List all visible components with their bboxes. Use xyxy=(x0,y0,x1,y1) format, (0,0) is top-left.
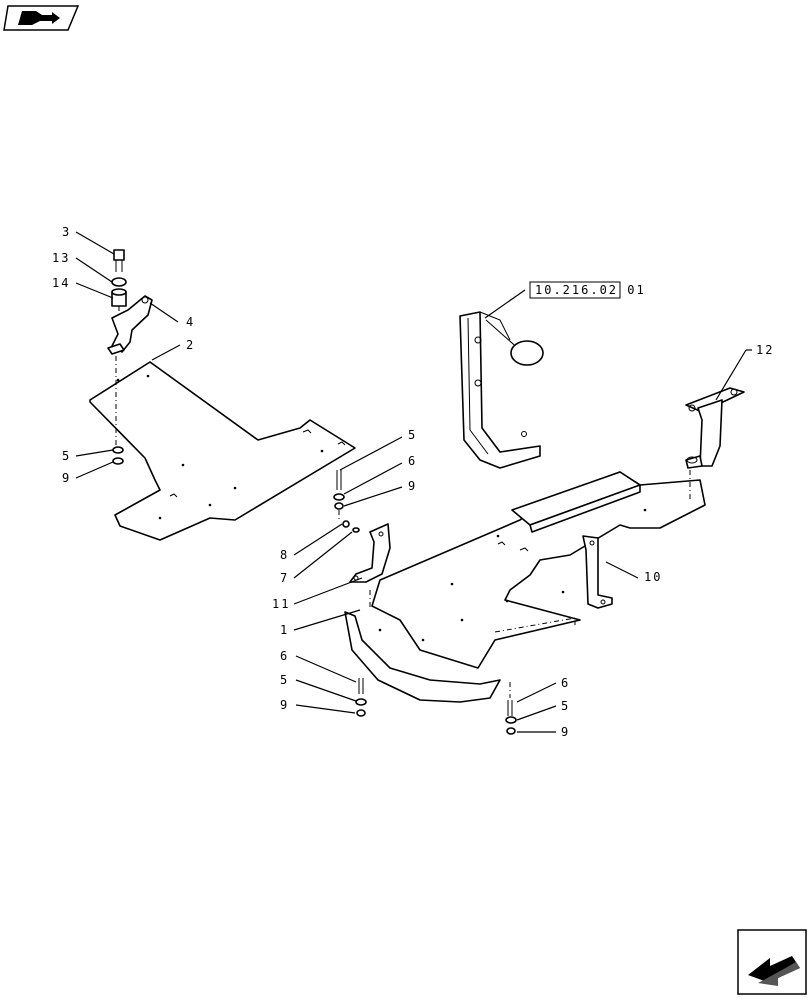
callout-12: 12 xyxy=(756,343,774,357)
callout-5-lower: 5 xyxy=(280,673,289,687)
callout-5-left: 5 xyxy=(62,449,71,463)
callout-7: 7 xyxy=(280,571,289,585)
bracket-12 xyxy=(685,387,745,469)
callout-5-right: 5 xyxy=(561,699,570,713)
callout-6-lower: 6 xyxy=(280,649,289,663)
callout-4: 4 xyxy=(186,315,195,329)
callout-11: 11 xyxy=(272,597,290,611)
callout-2: 2 xyxy=(186,338,195,352)
callout-9-lower: 9 xyxy=(280,698,289,712)
left-bracket xyxy=(107,295,153,355)
fasteners xyxy=(333,470,517,735)
left-floor-plate xyxy=(89,361,356,541)
left-bolt-stack xyxy=(111,249,127,465)
callout-6-right: 6 xyxy=(561,676,570,690)
callout-5-mid: 5 xyxy=(408,428,417,442)
callout-6-mid: 6 xyxy=(408,454,417,468)
reference-seat-mount xyxy=(459,311,544,469)
book-next-icon[interactable] xyxy=(3,5,80,31)
right-floor-plate xyxy=(344,470,706,703)
callout-9-left: 9 xyxy=(62,471,71,485)
callout-14: 14 xyxy=(52,276,70,290)
callout-13: 13 xyxy=(52,251,70,265)
bracket-10 xyxy=(582,535,613,609)
callout-9-mid: 9 xyxy=(408,479,417,493)
callout-8: 8 xyxy=(280,548,289,562)
callout-3: 3 xyxy=(62,225,71,239)
reference-label: 10.216.02 01 xyxy=(535,283,646,297)
callout-numbers: 3 13 14 4 2 5 9 5 6 9 8 7 11 1 6 5 9 6 5… xyxy=(52,225,774,739)
reference-callout[interactable]: 10.216.02 01 xyxy=(529,281,646,299)
previous-page-arrow-icon[interactable] xyxy=(737,929,807,995)
callout-10: 10 xyxy=(644,570,662,584)
callout-1: 1 xyxy=(280,623,289,637)
leader-lines xyxy=(75,231,752,733)
callout-9-right: 9 xyxy=(561,725,570,739)
